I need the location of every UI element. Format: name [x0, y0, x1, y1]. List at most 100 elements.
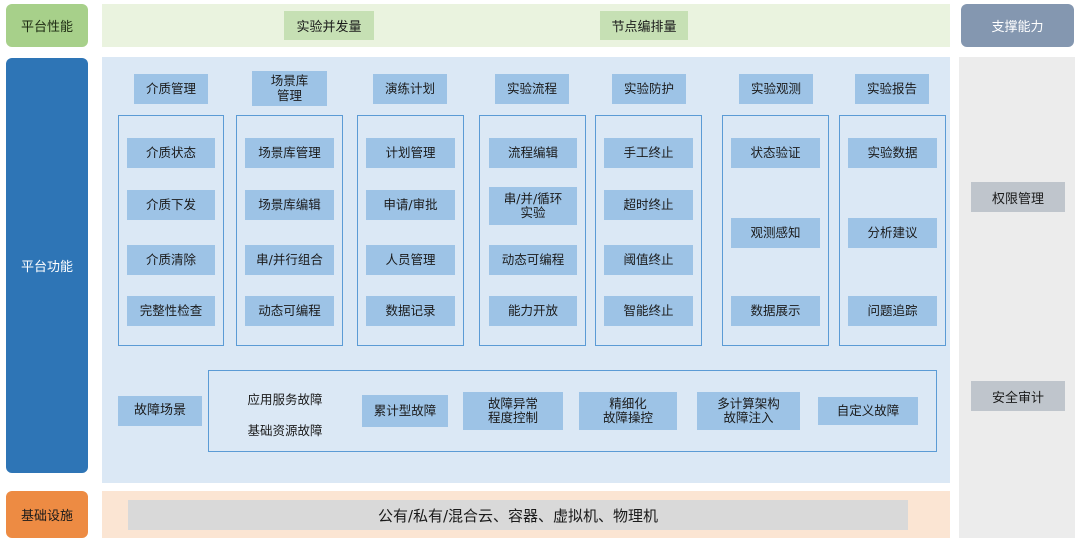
- column-item: 阈值终止: [604, 245, 693, 275]
- fault-plain-item: 应用服务故障: [230, 388, 340, 408]
- fault-scenario-label: 故障场景: [118, 396, 202, 426]
- column-item: 观测感知: [731, 218, 820, 248]
- column-header-drill-plan: 演练计划: [373, 74, 447, 104]
- column-header-experiment-protection-text: 实验防护: [623, 80, 674, 96]
- fault-item: 自定义故障: [818, 397, 918, 425]
- column-item: 问题追踪: [848, 296, 937, 326]
- support-item-permission: 权限管理: [971, 182, 1065, 212]
- column-item: 分析建议: [848, 218, 937, 248]
- perf-item-concurrency: 实验并发量: [284, 11, 374, 40]
- column-item: 计划管理: [366, 138, 455, 168]
- column-item-text: 介质状态: [145, 144, 196, 160]
- support-column: [959, 57, 1075, 538]
- column-header-scenario-library-text: 场景库 管理: [270, 73, 309, 103]
- column-item: 串/并/循环 实验: [489, 187, 577, 225]
- column-item-text: 超时终止: [623, 196, 674, 212]
- column-header-scenario-library: 场景库 管理: [252, 71, 327, 106]
- column-item: 动态可编程: [245, 296, 334, 326]
- column-item-text: 场景库编辑: [258, 196, 321, 212]
- column-header-experiment-flow: 实验流程: [495, 74, 569, 104]
- column-item-text: 状态验证: [750, 144, 801, 160]
- column-item: 流程编辑: [489, 138, 577, 168]
- column-item: 数据记录: [366, 296, 455, 326]
- column-box-experiment-flow: [479, 115, 586, 346]
- fault-item: 故障异常 程度控制: [463, 392, 563, 430]
- column-item-text: 阈值终止: [623, 251, 674, 267]
- platform-function-label: 平台功能: [6, 58, 88, 473]
- column-item-text: 介质下发: [145, 196, 196, 212]
- column-item: 动态可编程: [489, 245, 577, 275]
- column-header-experiment-flow-text: 实验流程: [506, 80, 557, 96]
- column-item: 能力开放: [489, 296, 577, 326]
- column-item: 串/并行组合: [245, 245, 334, 275]
- column-item-text: 申请/审批: [383, 196, 438, 212]
- column-item: 人员管理: [366, 245, 455, 275]
- perf-item-orchestration: 节点编排量: [600, 11, 688, 40]
- column-item: 申请/审批: [366, 190, 455, 220]
- platform-performance-label: 平台性能: [6, 4, 88, 47]
- column-box-experiment-protection: [595, 115, 702, 346]
- column-item-text: 实验数据: [867, 144, 918, 160]
- fault-plain-item: 基础资源故障: [230, 419, 340, 439]
- fault-item: 累计型故障: [362, 395, 448, 427]
- column-item: 介质下发: [127, 190, 215, 220]
- column-box-drill-plan: [357, 115, 464, 346]
- column-item-text: 问题追踪: [867, 302, 918, 318]
- column-item: 数据展示: [731, 296, 820, 326]
- platform-performance-label-text: 平台性能: [20, 20, 73, 35]
- column-item-text: 计划管理: [385, 144, 436, 160]
- column-item: 实验数据: [848, 138, 937, 168]
- fault-scenario-label-text: 故障场景: [133, 402, 186, 418]
- fault-item-text: 精细化 故障操控: [602, 395, 653, 425]
- support-item-permission-text: 权限管理: [991, 191, 1044, 207]
- column-item: 场景库编辑: [245, 190, 334, 220]
- column-item-text: 分析建议: [867, 224, 918, 240]
- column-item-text: 动态可编程: [501, 251, 565, 267]
- column-item: 手工终止: [604, 138, 693, 168]
- fault-item-text: 多计算架构 故障注入: [717, 395, 780, 425]
- support-item-audit: 安全审计: [971, 381, 1065, 411]
- column-item-text: 串/并行组合: [256, 251, 323, 267]
- column-item-text: 人员管理: [385, 251, 436, 267]
- column-item-text: 流程编辑: [507, 144, 558, 160]
- column-item-text: 数据记录: [385, 302, 436, 318]
- column-header-experiment-observation: 实验观测: [739, 74, 813, 104]
- perf-item-concurrency-text: 实验并发量: [296, 20, 362, 35]
- column-item: 智能终止: [604, 296, 693, 326]
- fault-item: 多计算架构 故障注入: [697, 392, 800, 430]
- column-box-scenario-library: [236, 115, 343, 346]
- column-header-experiment-protection: 实验防护: [612, 74, 686, 104]
- column-item-text: 数据展示: [750, 302, 801, 318]
- column-header-experiment-report: 实验报告: [855, 74, 929, 104]
- fault-item: 精细化 故障操控: [579, 392, 677, 430]
- performance-bar: [102, 4, 950, 47]
- fault-item-text: 故障异常 程度控制: [487, 395, 538, 425]
- fault-item-text: 累计型故障: [373, 402, 437, 418]
- column-item: 完整性检查: [127, 296, 215, 326]
- column-header-experiment-observation-text: 实验观测: [750, 80, 801, 96]
- support-item-audit-text: 安全审计: [991, 390, 1044, 406]
- column-header-media: 介质管理: [134, 74, 208, 104]
- column-item-text: 手工终止: [623, 144, 674, 160]
- column-box-experiment-report: [839, 115, 946, 346]
- column-item-text: 介质清除: [145, 251, 196, 267]
- infrastructure-label: 基础设施: [6, 491, 88, 538]
- column-item-text: 串/并/循环 实验: [503, 190, 563, 220]
- perf-item-orchestration-text: 节点编排量: [611, 20, 677, 35]
- column-item-text: 动态可编程: [258, 302, 321, 318]
- column-box-experiment-observation: [722, 115, 829, 346]
- column-box-media: [118, 115, 224, 346]
- column-item: 场景库管理: [245, 138, 334, 168]
- column-header-media-text: 介质管理: [145, 80, 196, 96]
- column-header-drill-plan-text: 演练计划: [384, 80, 435, 96]
- fault-plain-item-text: 基础资源故障: [247, 422, 323, 438]
- column-item: 超时终止: [604, 190, 693, 220]
- column-item-text: 观测感知: [750, 224, 801, 240]
- column-header-experiment-report-text: 实验报告: [866, 80, 917, 96]
- platform-function-label-text: 平台功能: [20, 260, 73, 275]
- infrastructure-label-text: 基础设施: [20, 509, 73, 524]
- column-item: 介质清除: [127, 245, 215, 275]
- support-capability-label: 支撑能力: [961, 4, 1074, 47]
- fault-plain-item-text: 应用服务故障: [247, 391, 323, 407]
- fault-scenario-box: [208, 370, 937, 452]
